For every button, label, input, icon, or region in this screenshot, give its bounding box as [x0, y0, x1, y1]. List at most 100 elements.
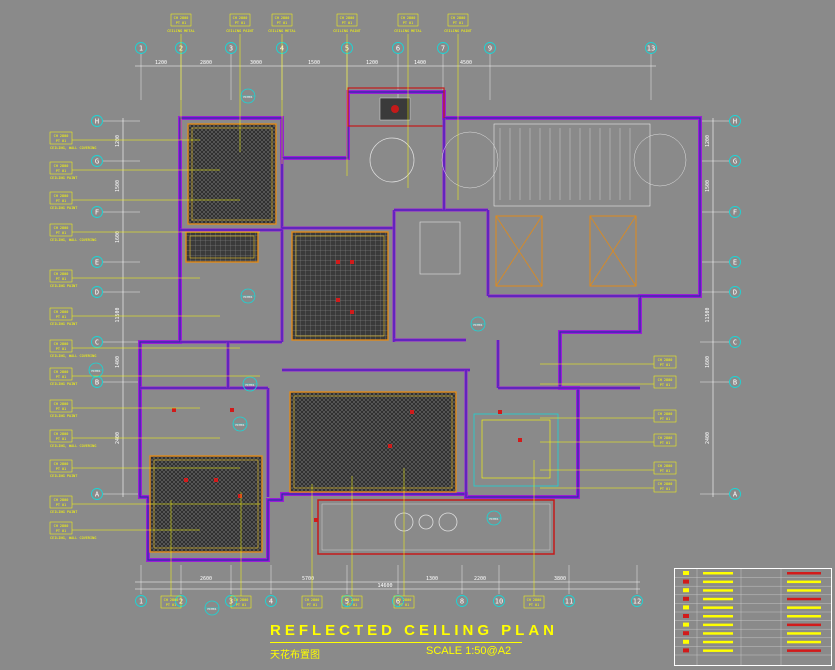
grid-bubble-bottom-6-circle	[392, 595, 404, 607]
callout-tag-left-sub-2: PT 01	[56, 199, 67, 203]
elevator-right	[589, 215, 637, 287]
grid-bubble-bottom-12-circle	[631, 595, 643, 607]
callout-tag-right-text-2: CH 2800	[658, 412, 673, 416]
grid-bubble-left-A-circle	[91, 488, 103, 500]
callout-tag-top-text-2: CH 2800	[275, 16, 290, 20]
grid-bubble-right-A-circle	[729, 488, 741, 500]
grid-bubble-right-E-label: E	[733, 259, 737, 267]
grid-bubble-bottom-8-circle	[456, 595, 468, 607]
callout-tag-right-text-3: CH 2800	[658, 436, 673, 440]
callout-top-desc-5: CEILING PAINT	[444, 29, 472, 33]
callout-tag-left-0	[49, 131, 73, 145]
callout-tag-bottom-sub-3: PT 01	[347, 603, 358, 607]
callout-tag-bottom-text-4: CH 2800	[397, 598, 412, 602]
callout-tag-right-1	[653, 375, 677, 389]
grid-bubble-left-C-circle	[91, 336, 103, 348]
ceiling-light-12	[498, 410, 502, 414]
grid-bubble-top-3-circle	[225, 42, 237, 54]
legend-symbol-8	[683, 639, 689, 644]
callout-tag-top-2	[271, 13, 293, 27]
grid-bubble-right-D-label: D	[733, 289, 737, 297]
dim-left-1: 1500	[115, 180, 121, 192]
callout-tag-left-11	[49, 495, 73, 509]
callout-tag-bottom-sub-0: PT 01	[166, 603, 177, 607]
drawing-subtitle-cn: 天花布置图	[270, 650, 320, 661]
grid-bubble-right-H-circle	[729, 115, 741, 127]
callout-tag-left-sub-10: PT 01	[56, 467, 67, 471]
legend-symbol-7	[683, 631, 689, 636]
grid-bubble-top-9-label: 9	[488, 45, 492, 53]
ceiling-zone-closet	[185, 231, 259, 263]
title-underline	[270, 642, 522, 643]
ceiling-light-13	[518, 438, 522, 442]
section-marker-label-1: HCH01	[243, 295, 252, 299]
callout-tag-left-sub-9: PT 01	[56, 437, 67, 441]
legend-text-bar-3	[703, 597, 733, 601]
legend-text-bar-6	[703, 623, 733, 627]
grid-bubble-left-H-circle	[91, 115, 103, 127]
grid-bubble-left-D-circle	[91, 286, 103, 298]
callout-tag-right-text-1: CH 2800	[658, 378, 673, 382]
section-marker-label-4: HCH01	[473, 323, 482, 327]
callout-tag-top-text-1: CH 2800	[233, 16, 248, 20]
callout-tag-left-text-5: CH 2800	[54, 310, 69, 314]
callout-tag-left-text-1: CH 2800	[54, 164, 69, 168]
dim-left-4: 1400	[115, 356, 121, 368]
ceiling-zone-bedroom-top	[187, 123, 277, 225]
legend-text-bar-0	[703, 572, 733, 575]
ceiling-zone-dining-inner	[295, 235, 385, 337]
callout-tag-left-6	[49, 339, 73, 353]
callout-tag-left-text-8: CH 2800	[54, 402, 69, 406]
grid-bubble-left-B-label: B	[95, 379, 99, 387]
callout-tag-left-sub-6: PT 01	[56, 347, 67, 351]
elevator-right-cross	[589, 215, 637, 287]
section-marker-label-0: HCH01	[243, 95, 252, 99]
dim-top-6: 4500	[460, 60, 472, 66]
callout-left-desc-10: CEILING PAINT	[50, 474, 78, 478]
callout-tag-left-sub-7: PT 01	[56, 375, 67, 379]
grid-bubble-left-H-label: H	[95, 118, 99, 126]
dim-left-2: 1600	[115, 231, 121, 243]
legend-symbol-1	[683, 579, 689, 584]
ceiling-light-0	[336, 260, 340, 264]
ceiling-zone-living	[289, 391, 457, 493]
legend-text-bar-r-6	[787, 623, 821, 627]
top-light	[391, 105, 399, 113]
dim-right-4: 2400	[705, 432, 711, 444]
callout-tag-bottom-text-0: CH 2800	[164, 598, 179, 602]
legend-text-bar-9	[703, 649, 733, 652]
callout-tag-left-text-12: CH 2800	[54, 524, 69, 528]
dim-right-3: 1600	[705, 356, 711, 368]
callout-left-desc-8: CEILING PAINT	[50, 414, 78, 418]
callout-tag-left-text-0: CH 2800	[54, 134, 69, 138]
section-marker-label-7: HCH01	[489, 517, 498, 521]
grid-bubble-left-C-label: C	[95, 339, 99, 347]
title-block: REFLECTED CEILING PLAN 天花布置图 SCALE 1:50@…	[268, 622, 568, 668]
ceiling-light-1	[350, 260, 354, 264]
grid-bubble-bottom-8-label: 8	[460, 598, 464, 606]
round-table	[369, 137, 415, 183]
ceiling-light-3	[350, 310, 354, 314]
callout-tag-bottom-sub-1: PT 01	[236, 603, 247, 607]
callout-tag-left-sub-8: PT 01	[56, 407, 67, 411]
grid-bubble-bottom-10-circle	[493, 595, 505, 607]
ceiling-zone-dining	[291, 231, 389, 341]
dim-left-0: 1200	[115, 135, 121, 147]
legend-text-bar-5	[703, 615, 733, 618]
grid-bubble-bottom-5-circle	[341, 595, 353, 607]
legend-text-bar-r-4	[787, 606, 821, 609]
grid-bubble-right-F-label: F	[733, 209, 737, 217]
dim-bottom-total: 14600	[377, 583, 392, 589]
callout-tag-left-5	[49, 307, 73, 321]
callout-tag-top-text-5: CH 2800	[451, 16, 466, 20]
callout-tag-left-text-3: CH 2800	[54, 226, 69, 230]
stair-hall	[493, 123, 651, 207]
callout-tag-left-sub-4: PT 01	[56, 277, 67, 281]
callout-tag-left-text-4: CH 2800	[54, 272, 69, 276]
callout-tag-right-sub-1: PT 01	[660, 383, 671, 387]
callout-tag-top-sub-0: PT 01	[176, 21, 187, 25]
ceiling-light-6	[184, 478, 188, 482]
grid-bubble-right-E-circle	[729, 256, 741, 268]
legend-text-bar-r-5	[787, 615, 821, 618]
ceiling-light-2	[336, 298, 340, 302]
